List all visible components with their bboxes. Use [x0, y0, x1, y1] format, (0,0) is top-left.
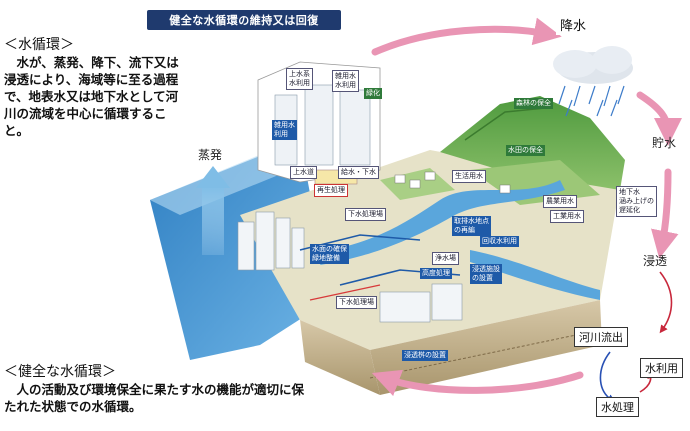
arrow-evap-to-rain: [371, 17, 562, 56]
label-greening: 緑化: [364, 88, 382, 99]
label-precipitation: 降水: [556, 14, 591, 35]
houses: [394, 171, 511, 194]
label-water-use: 水利用: [640, 358, 683, 378]
arrow-outflow-to-sea: [371, 369, 584, 397]
label-infiltration-trench: 浸透桝の設置: [402, 350, 448, 361]
label-water-treatment: 水処理: [596, 397, 639, 417]
label-waterfront-greenery: 水面の確保 緑地整備: [310, 244, 349, 264]
label-evaporation: 蒸発: [198, 148, 223, 162]
label-industrial-water: 工業用水: [550, 210, 584, 223]
arrow-rain-to-storage: [636, 91, 682, 146]
label-advanced-treatment: 高度処理: [420, 268, 452, 279]
diagram-title: 健全な水循環の維持又は回復: [147, 10, 341, 30]
building-cutaway: [257, 61, 381, 185]
label-domestic-water: 生活用水: [452, 170, 486, 183]
label-storage: 貯水: [652, 136, 677, 150]
label-groundwater-delay: 地下水 涵み上げの 遅延化: [616, 186, 657, 217]
label-misc-water: 雑用水 水利用: [332, 70, 359, 92]
loop-arrow-infiltration: [659, 271, 673, 334]
rain: [558, 85, 625, 117]
label-sewage-plant-2: 下水処理場: [336, 296, 377, 309]
label-forest-conservation: 森林の保全: [514, 98, 553, 109]
water-cycle-definition: ＜水循環＞ 水が、蒸発、降下、流下又は浸透により、海域等に至る過程で、地表水又は…: [4, 36, 190, 139]
land-side-right: [370, 300, 602, 395]
label-sewage-plant: 下水処理場: [345, 208, 386, 221]
evaporation-arrow: [196, 166, 230, 255]
cycle-arrows: [371, 17, 682, 397]
healthy-water-cycle-definition: ＜健全な水循環＞ 人の活動及び環境保全に果たす水の機能が適切に保たれた状態での水…: [4, 363, 304, 415]
label-rooftop-water: 上水系 水利用: [286, 68, 313, 90]
city-buildings: [237, 211, 463, 323]
river: [320, 180, 565, 265]
label-infiltration: 浸透: [643, 254, 668, 268]
label-river-outflow: 河川流出: [574, 327, 628, 347]
label-purification-plant: 浄水場: [432, 252, 459, 265]
definition-body: 人の活動及び環境保全に果たす水の機能が適切に保たれた状態での水循環。: [4, 382, 305, 414]
label-regeneration: 再生処理: [314, 184, 348, 197]
definition-body: 水が、蒸発、降下、流下又は浸透により、海域等に至る過程で、地表水又は地下水として…: [4, 55, 179, 138]
label-intake-relocation: 取排水地点 の再編: [452, 216, 491, 236]
cloud: [553, 46, 633, 84]
definition-heading: ＜健全な水循環＞: [4, 364, 116, 380]
label-water-reuse: 回収水利用: [480, 236, 519, 247]
river-lower: [470, 250, 600, 300]
label-misc-water-use: 雑用水 利用: [272, 120, 297, 140]
label-paddy-conservation: 水田の保全: [506, 145, 545, 156]
definition-heading: ＜水循環＞: [4, 37, 74, 53]
label-infiltration-facility: 浸透施設 の設置: [470, 264, 502, 284]
label-upper-water: 上水道: [290, 166, 317, 179]
arrow-storage-to-infiltration: [651, 168, 679, 259]
mountain: [440, 96, 625, 190]
label-agricultural-water: 農業用水: [543, 195, 577, 208]
loop-arrow-treatment: [599, 351, 616, 402]
fields: [470, 160, 600, 205]
land-side-front: [300, 320, 380, 395]
label-industrial-pipe: 給水・下水: [338, 166, 379, 179]
